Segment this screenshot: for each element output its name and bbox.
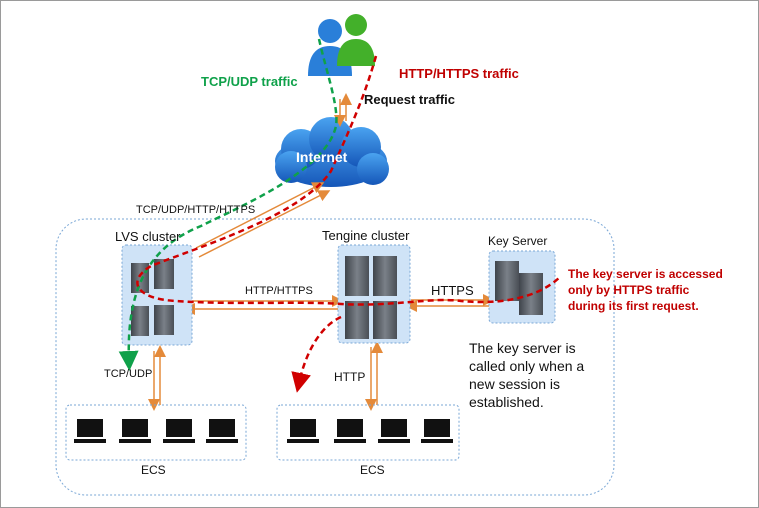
tengine-server-icons: [345, 256, 397, 339]
ecs-left-monitor-icons: [74, 419, 238, 443]
ecs-right-monitor-icons: [287, 419, 453, 443]
note-line: during its first request.: [568, 299, 699, 313]
note-line: only by HTTPS traffic: [568, 283, 690, 297]
users-icon: [308, 14, 375, 76]
http-link-label: HTTP: [334, 370, 366, 384]
key-server-label: Key Server: [488, 234, 548, 248]
ecs-right-label: ECS: [360, 463, 385, 477]
tengine-cluster-label: Tengine cluster: [322, 228, 410, 243]
key-server-access-note: The key server is accessed only by HTTPS…: [568, 266, 723, 314]
tcp-udp-flow-line: [118, 38, 338, 371]
note-line: The key server is: [469, 340, 576, 356]
backend-region: [55, 218, 615, 496]
note-line: new session is: [469, 376, 561, 392]
internet-label: Internet: [296, 149, 348, 165]
http-branch-line: [291, 315, 342, 393]
ecs-left-label: ECS: [141, 463, 166, 477]
tcp-udp-traffic-label: TCP/UDP traffic: [201, 74, 298, 89]
request-traffic-label: Request traffic: [364, 92, 456, 107]
tcp-udp-http-https-label: TCP/UDP/HTTP/HTTPS: [136, 204, 256, 216]
http-https-link-label: HTTP/HTTPS: [245, 285, 313, 297]
https-link-label: HTTPS: [431, 283, 474, 298]
http-https-flow-line: [136, 55, 562, 306]
note-line: The key server is accessed: [568, 267, 723, 281]
http-https-traffic-label: HTTP/HTTPS traffic: [399, 66, 519, 81]
orange-links: [148, 93, 495, 411]
note-line: established.: [469, 394, 544, 410]
ecs-group-left: [65, 404, 247, 461]
key-server-called-note: The key server is called only when a new…: [469, 339, 584, 411]
lvs-cluster-label: LVS cluster: [115, 229, 181, 244]
tcp-udp-link-label: TCP/UDP: [104, 368, 153, 380]
lvs-server-icons: [131, 259, 174, 336]
internet-cloud-icon: [275, 117, 389, 187]
ecs-group-right: [276, 404, 460, 461]
note-line: called only when a: [469, 358, 585, 374]
